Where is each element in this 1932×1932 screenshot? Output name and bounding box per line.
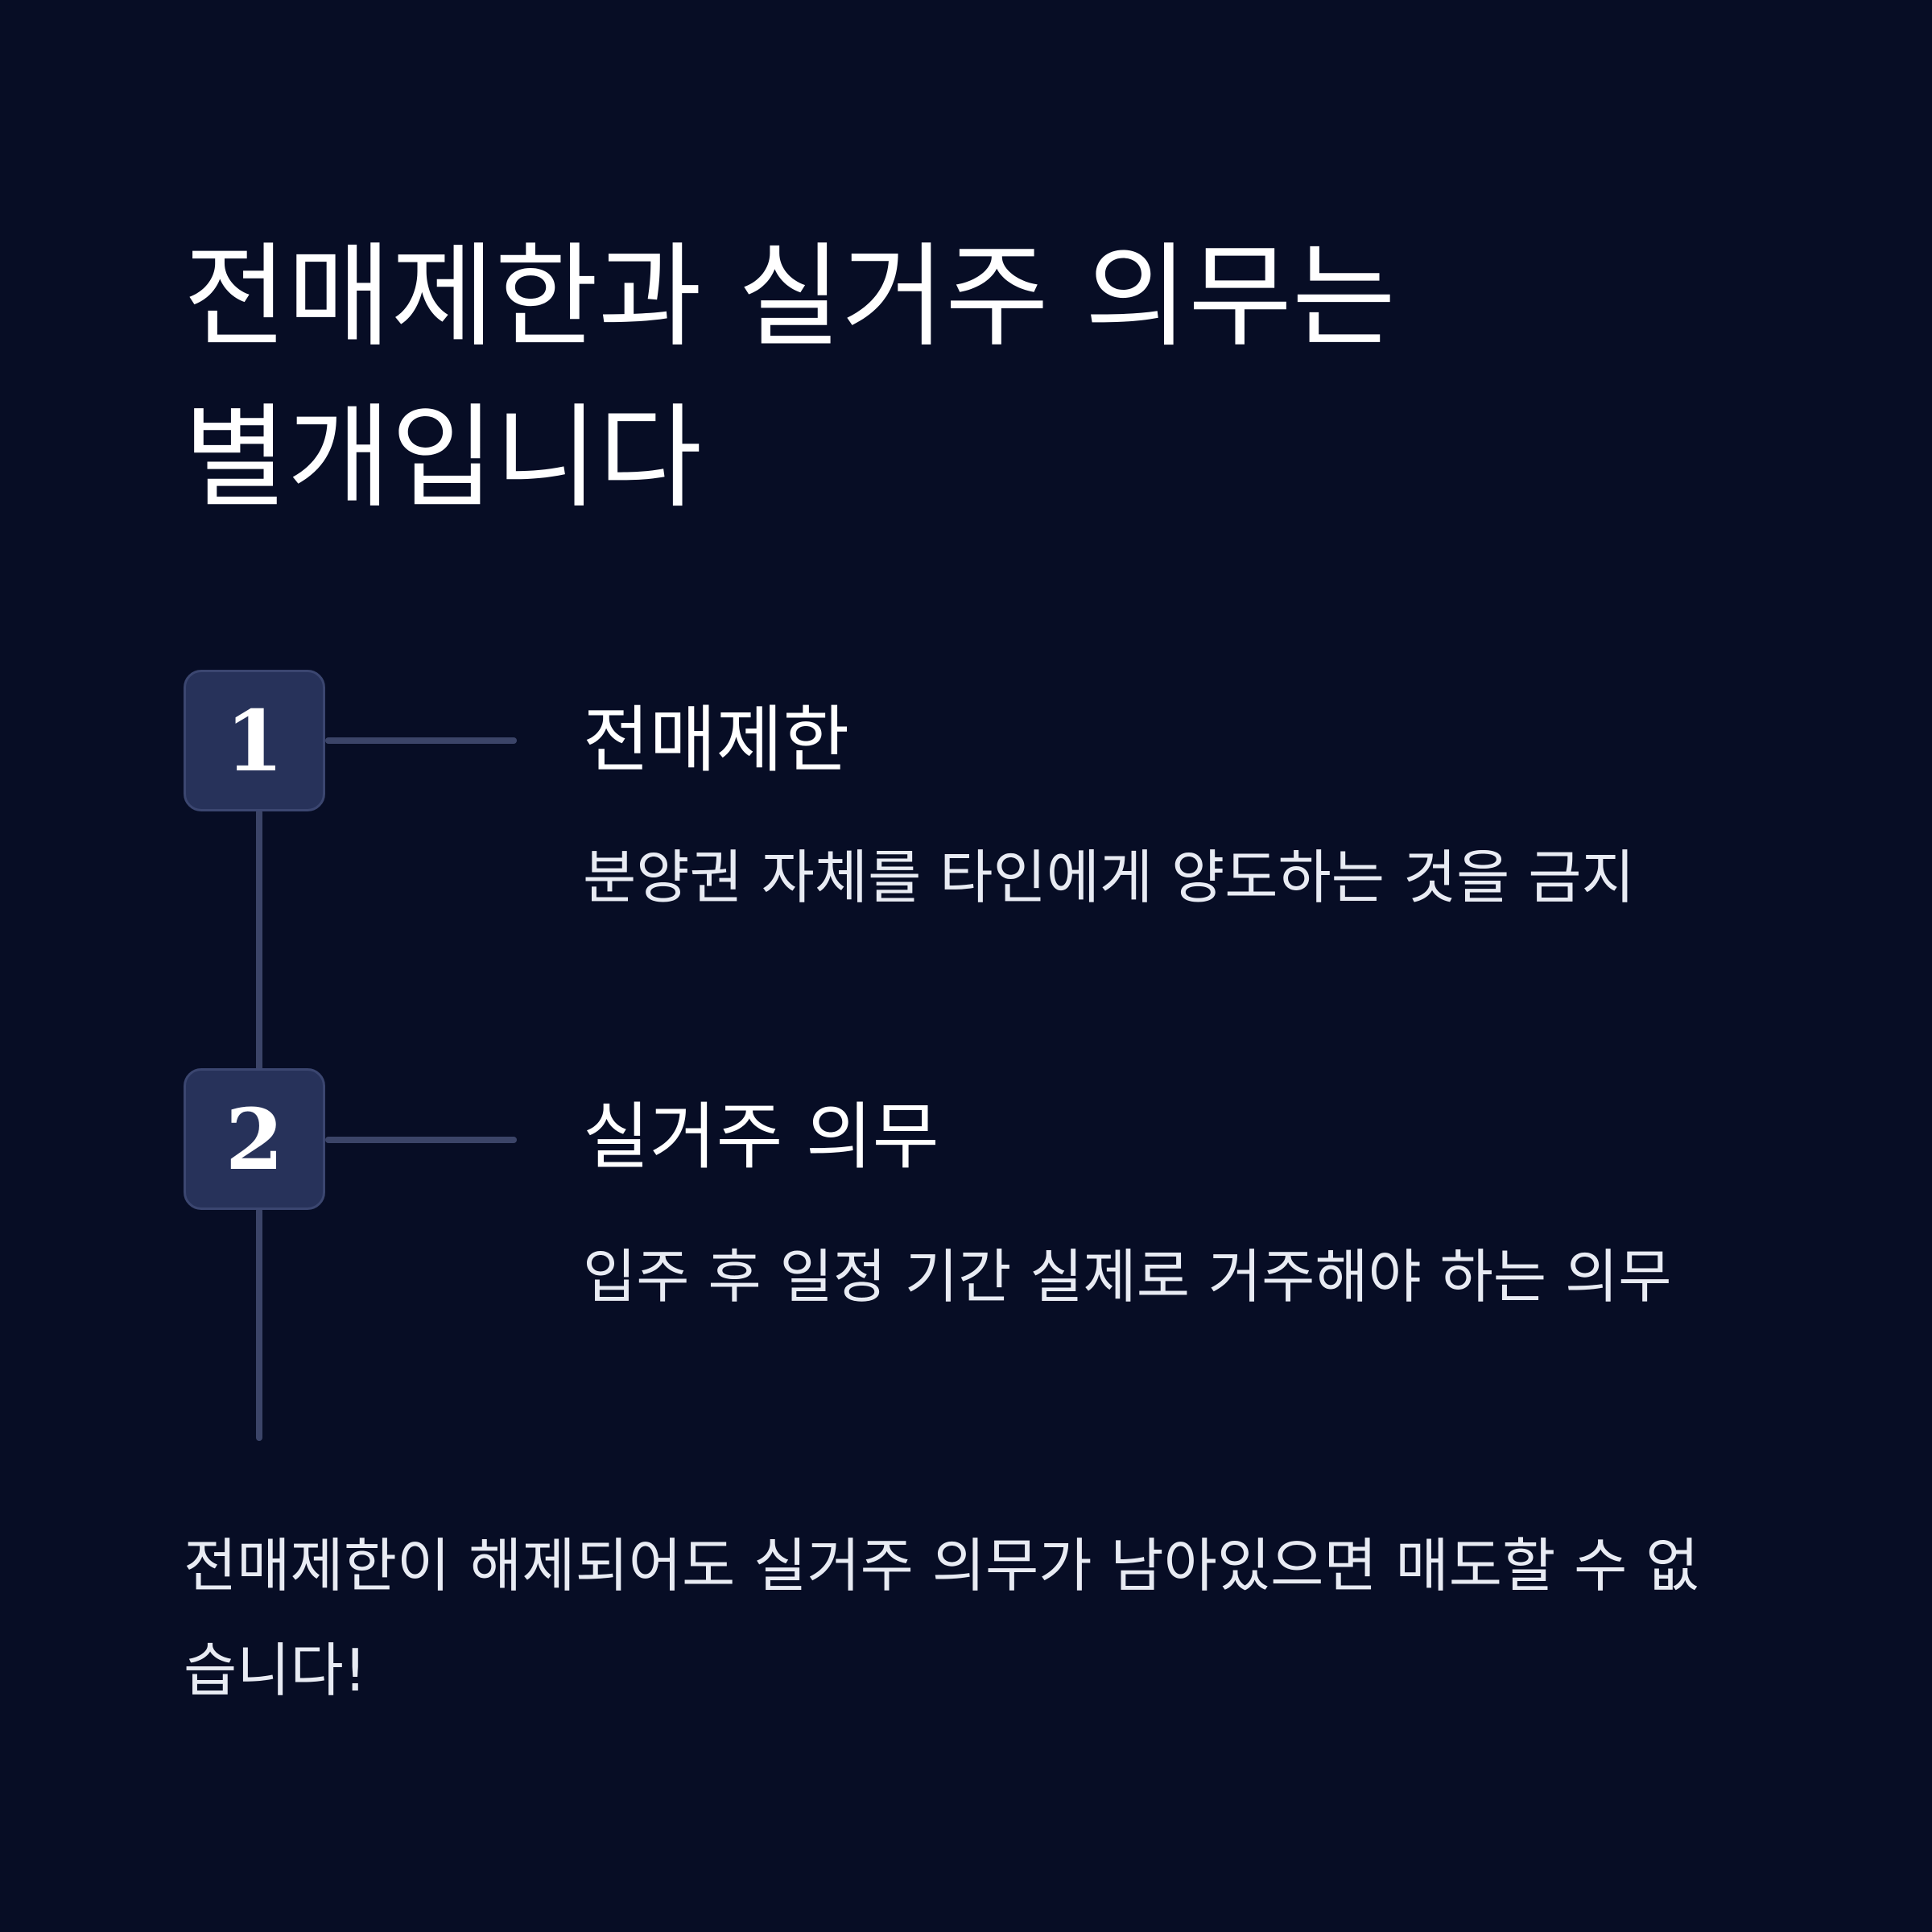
timeline-connector-bottom [256, 1208, 262, 1441]
step-1-heading: 전매제한 [583, 698, 850, 782]
step-2-branch-line [325, 1137, 517, 1143]
slide-title: 전매제한과 실거주 의무는 별개입니다 [184, 232, 1396, 524]
step-2-heading: 실거주 의무 [583, 1095, 939, 1179]
step-2-description: 입주 후 일정 기간 실제로 거주해야 하는 의무 [583, 1243, 1672, 1311]
step-2-number: 2 [225, 1089, 284, 1189]
step-1-description: 분양권 자체를 타인에게 양도하는 것을 금지 [583, 844, 1635, 911]
step-1-number-badge: 1 [184, 670, 325, 811]
timeline-connector-top [256, 809, 262, 1075]
footer-warning-note: 전매제한이 해제되어도 실거주 의무가 남아있으면 매도할 수 없습니다! [184, 1532, 1699, 1704]
step-1-branch-line [325, 737, 517, 744]
step-1-number: 1 [225, 691, 284, 791]
step-2-number-badge: 2 [184, 1068, 325, 1210]
